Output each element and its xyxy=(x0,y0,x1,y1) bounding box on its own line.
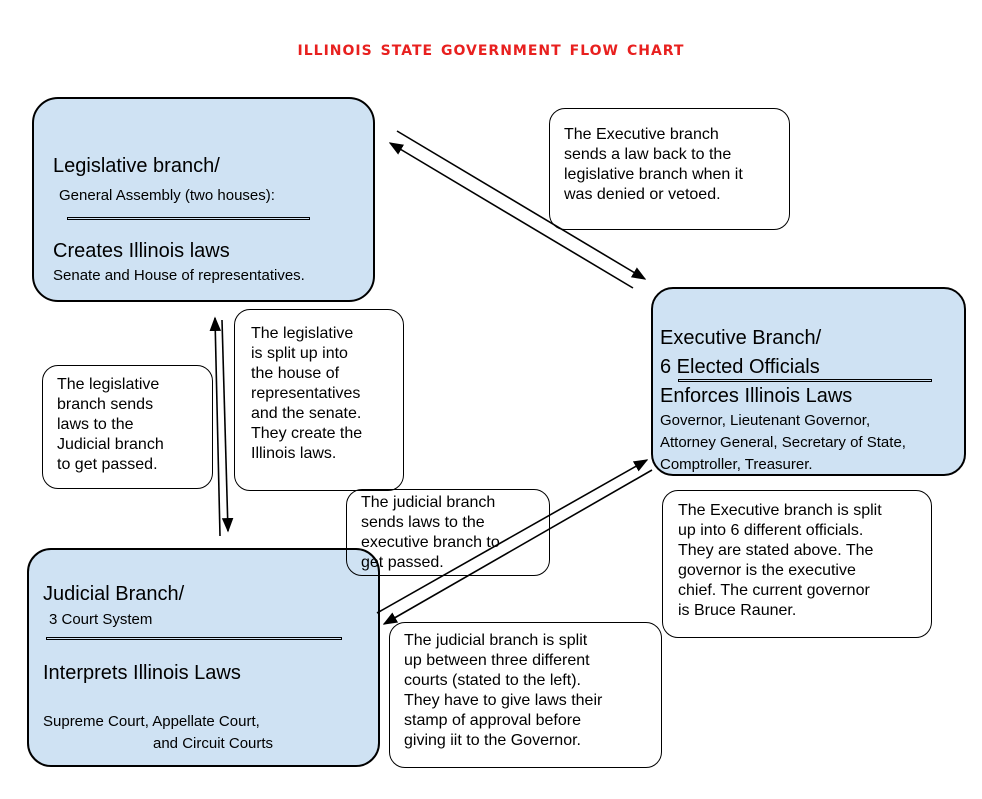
arrow-legislative-to-executive xyxy=(396,130,647,280)
executive-members-line3: Comptroller, Treasurer. xyxy=(660,456,813,473)
legislative-divider xyxy=(67,217,310,220)
judicial-members-line1: Supreme Court, Appellate Court, xyxy=(43,713,260,730)
executive-members-line1: Governor, Lieutenant Governor, xyxy=(660,412,871,429)
executive-subheading: 6 Elected Officials xyxy=(660,356,820,378)
note-executive-split: The Executive branch is split up into 6 … xyxy=(662,490,932,638)
arrow-legislative-to-judicial xyxy=(221,319,234,533)
note-legislative-split: The legislative is split up into the hou… xyxy=(234,309,404,491)
executive-heading: Executive Branch/ xyxy=(660,327,822,349)
legislative-subheading: General Assembly (two houses): xyxy=(59,187,275,204)
note-judicial-split: The judicial branch is split up between … xyxy=(389,622,662,768)
legislative-members: Senate and House of representatives. xyxy=(53,267,305,284)
page-title: Illinois state government flow chart xyxy=(297,36,685,60)
note-executive-to-legislative: The Executive branch sends a law back to… xyxy=(549,108,790,230)
arrow-executive-to-judicial xyxy=(382,469,653,625)
arrow-executive-to-legislative xyxy=(388,142,634,289)
executive-divider xyxy=(678,379,932,382)
judicial-branch-box: Judicial Branch/ 3 Court System Interpre… xyxy=(27,548,380,767)
judicial-members-line2: and Circuit Courts xyxy=(153,735,274,752)
executive-role: Enforces Illinois Laws xyxy=(660,385,853,407)
arrow-judicial-to-legislative xyxy=(209,316,222,537)
note-legislative-to-judicial: The legislative branch sends laws to the… xyxy=(42,365,213,489)
note-judicial-to-executive: The judicial branch sends laws to the ex… xyxy=(346,489,550,576)
arrow-judicial-to-executive xyxy=(376,459,649,614)
judicial-heading: Judicial Branch/ xyxy=(43,583,185,605)
judicial-subheading: 3 Court System xyxy=(49,611,153,628)
legislative-heading: Legislative branch/ xyxy=(53,155,220,177)
legislative-branch-box: Legislative branch/ General Assembly (tw… xyxy=(32,97,375,302)
executive-members-line2: Attorney General, Secretary of State, xyxy=(660,434,906,451)
judicial-divider xyxy=(46,637,342,640)
judicial-role: Interprets Illinois Laws xyxy=(43,662,241,684)
legislative-role: Creates Illinois laws xyxy=(53,240,230,262)
executive-branch-box: Executive Branch/ 6 Elected Officials En… xyxy=(651,287,966,476)
